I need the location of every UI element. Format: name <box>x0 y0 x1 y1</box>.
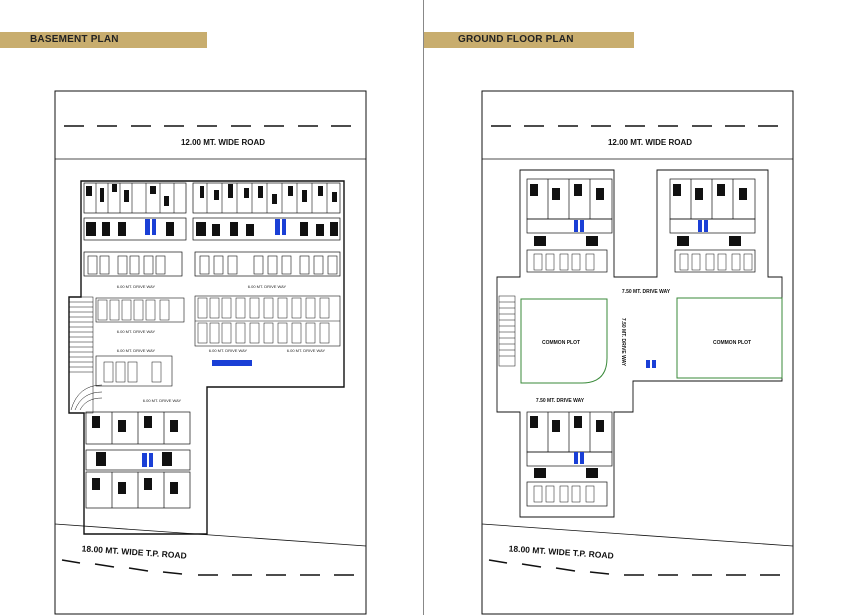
basement-bottom-road-label: 18.00 MT. WIDE T.P. ROAD <box>81 543 187 560</box>
ground-tower-bottom <box>526 411 613 507</box>
common-plot-left-label: COMMON PLOT <box>542 340 580 346</box>
ground-floor-plan-title: GROUND FLOOR PLAN <box>424 32 634 48</box>
ground-driveway-vertical-label: 7.50 MT. DRIVE WAY <box>620 318 626 367</box>
ground-lift-cores <box>574 220 708 464</box>
basement-driveway-label: 6.00 MT. DRIVE WAY <box>117 329 156 334</box>
common-plot-left-outline <box>520 298 608 384</box>
basement-driveway-label: 6.00 MT. DRIVE WAY <box>287 348 326 353</box>
basement-top-parking-block <box>83 182 341 277</box>
common-plot-right-outline <box>676 297 783 379</box>
ground-bottom-road <box>488 559 780 576</box>
basement-bottom-road <box>61 559 354 576</box>
basement-plan-drawing: 12.00 MT. WIDE ROAD <box>54 90 367 615</box>
common-plot-right-label: COMMON PLOT <box>713 340 751 346</box>
ground-top-road-label: 12.00 MT. WIDE ROAD <box>608 138 692 147</box>
ground-driveway-bottom-label: 7.50 MT. DRIVE WAY <box>536 398 585 404</box>
basement-plan-title: BASEMENT PLAN <box>0 32 207 48</box>
ground-bottom-road-label: 18.00 MT. WIDE T.P. ROAD <box>508 543 614 560</box>
basement-lift-cores <box>142 219 286 467</box>
basement-driveway-label: 6.00 MT. DRIVE WAY <box>117 284 156 289</box>
ground-tower-top-right <box>669 178 756 273</box>
ground-tower-top-left <box>526 178 613 273</box>
basement-driveway-label: 6.00 MT. DRIVE WAY <box>248 284 287 289</box>
basement-driveway-label: 6.00 MT. DRIVE WAY <box>143 398 182 403</box>
ground-driveway-top-label: 7.50 MT. DRIVE WAY <box>622 289 671 295</box>
basement-top-road-label: 12.00 MT. WIDE ROAD <box>181 138 265 147</box>
basement-driveway-label: 6.00 MT. DRIVE WAY <box>209 348 248 353</box>
basement-driveway-label: 6.00 MT. DRIVE WAY <box>117 348 156 353</box>
panel-divider <box>423 0 424 615</box>
